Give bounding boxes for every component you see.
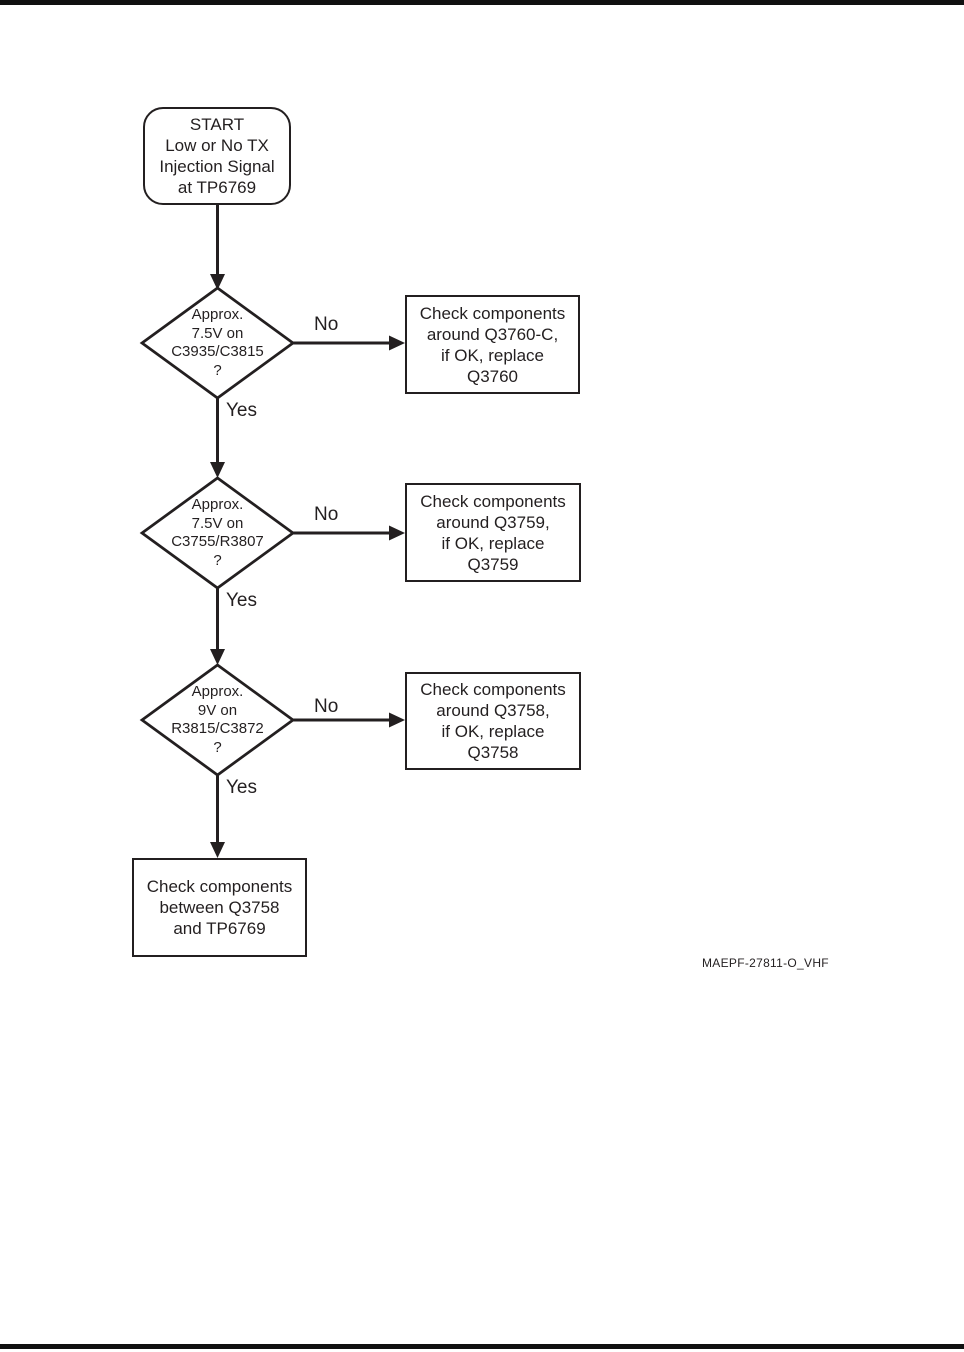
arrow-decision1-yes <box>210 398 225 478</box>
page-top-rule <box>0 0 964 5</box>
arrow-decision2-yes <box>210 588 225 665</box>
arrow-start-to-decision1 <box>210 205 225 290</box>
decision2-label: Approx. 7.5V on C3755/R3807 ? <box>145 486 290 580</box>
action-box-q3758-text: Check components around Q3758, if OK, re… <box>420 680 566 762</box>
decision1-label: Approx. 7.5V on C3935/C3815 ? <box>145 296 290 390</box>
arrow-decision3-no <box>293 712 405 728</box>
start-terminator: START Low or No TX Injection Signal at T… <box>143 107 291 205</box>
decision2-text: Approx. 7.5V on C3755/R3807 ? <box>171 496 264 569</box>
action-box-q3758: Check components around Q3758, if OK, re… <box>405 672 581 770</box>
arrow-decision3-yes <box>210 775 225 858</box>
decision2-yes-label: Yes <box>226 590 257 611</box>
decision1-no-label: No <box>314 314 339 335</box>
decision3-label: Approx. 9V on R3815/C3872 ? <box>145 673 290 767</box>
end-action-box-text: Check components between Q3758 and TP676… <box>146 877 293 938</box>
end-action-box: Check components between Q3758 and TP676… <box>132 858 307 957</box>
arrow-decision1-no <box>293 335 405 351</box>
action-box-q3759-text: Check components around Q3759, if OK, re… <box>420 491 566 574</box>
page-bottom-rule <box>0 1344 964 1349</box>
decision2-no-label: No <box>314 504 339 525</box>
arrow-decision2-no <box>293 525 405 541</box>
decision3-no-label: No <box>314 696 339 717</box>
decision3-text: Approx. 9V on R3815/C3872 ? <box>171 683 264 756</box>
action-box-q3760: Check components around Q3760-C, if OK, … <box>405 295 580 394</box>
decision1-text: Approx. 7.5V on C3935/C3815 ? <box>171 306 264 379</box>
decision3-yes-label: Yes <box>226 777 257 798</box>
action-box-q3759: Check components around Q3759, if OK, re… <box>405 483 581 582</box>
artwork-id-caption: MAEPF-27811-O_VHF <box>702 956 829 970</box>
start-terminator-text: START Low or No TX Injection Signal at T… <box>159 115 275 197</box>
action-box-q3760-text: Check components around Q3760-C, if OK, … <box>419 303 566 386</box>
decision1-yes-label: Yes <box>226 400 257 421</box>
